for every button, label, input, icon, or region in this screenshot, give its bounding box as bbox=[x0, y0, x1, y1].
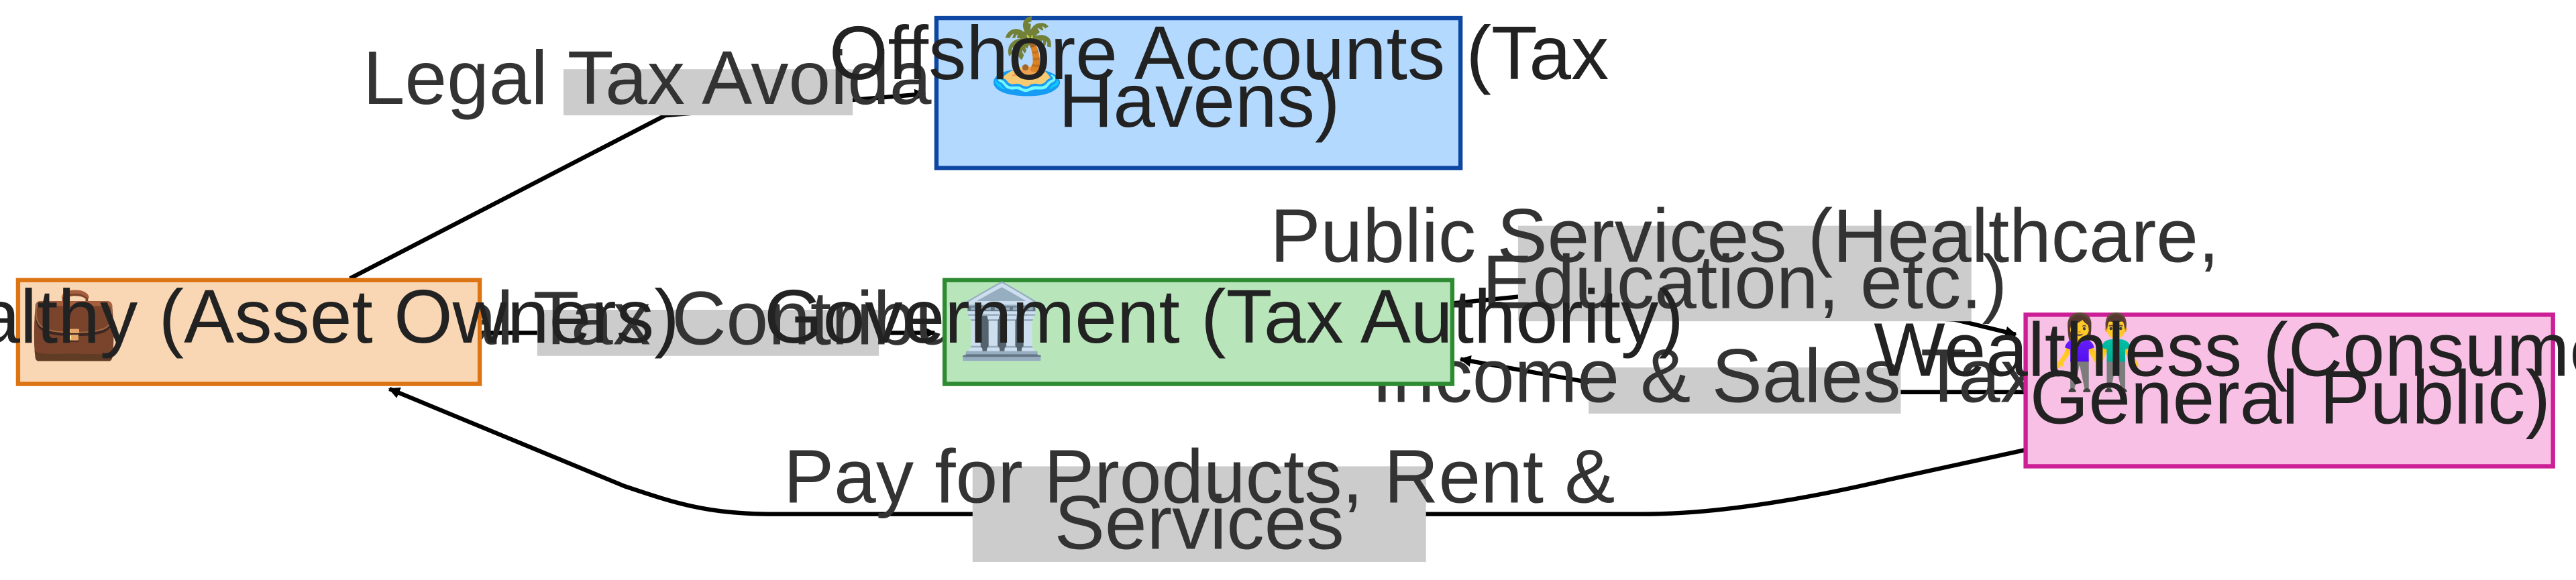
edge-label-background bbox=[1589, 367, 1901, 414]
edge-label-text-line1: Public Services (Healthcare, bbox=[1270, 194, 2219, 278]
edge-label-background bbox=[564, 69, 853, 116]
edge-label-background bbox=[537, 309, 879, 356]
edge-label-text: Income & Sales Taxes bbox=[1372, 333, 2118, 418]
government-building-icon: 🏛️ bbox=[957, 280, 1047, 363]
node-government-box bbox=[942, 278, 1455, 386]
node-wealthy-box bbox=[15, 278, 482, 386]
people-icon: 👫 bbox=[2053, 311, 2143, 395]
edge-label-text-line1: Pay for Products, Rent & bbox=[784, 434, 1615, 518]
edge-legal-tax-avoidance bbox=[349, 89, 926, 281]
node-wealthy-label: Wealthy (Asset Owners) bbox=[0, 274, 680, 359]
edge-pay-for-products bbox=[388, 386, 2027, 516]
briefcase-icon: 💼 bbox=[29, 280, 119, 363]
island-icon: 🏝️ bbox=[982, 14, 1072, 98]
node-government-label: Government (Tax Authority) bbox=[764, 274, 1684, 359]
node-wealthless-box bbox=[2023, 312, 2555, 469]
node-wealthless-label-line2: General Public) bbox=[2030, 355, 2551, 439]
edge-label-background bbox=[972, 466, 1426, 562]
edge-label-income-sales-taxes: Income & Sales Taxes bbox=[1372, 333, 2118, 418]
edge-label-pay-for-products: Pay for Products, Rent & Services bbox=[784, 434, 1615, 565]
edge-label-background bbox=[1517, 225, 1972, 322]
node-wealthless-label-line1: Wealthless (Consumers & bbox=[1874, 307, 2576, 392]
node-offshore-box bbox=[934, 15, 1463, 170]
node-offshore-label-line2: Havens) bbox=[1059, 58, 1340, 143]
edge-label-text-line2: Education, etc.) bbox=[1483, 239, 2008, 324]
node-wealthy: 💼 Wealthy (Asset Owners) bbox=[0, 274, 680, 386]
node-wealthless: 👫 Wealthless (Consumers & General Public… bbox=[1874, 307, 2576, 469]
node-offshore: 🏝️ Offshore Accounts (Tax Havens) bbox=[829, 11, 1609, 170]
node-government: 🏛️ Government (Tax Authority) bbox=[764, 274, 1684, 386]
node-offshore-label-line1: Offshore Accounts (Tax bbox=[829, 11, 1609, 95]
edge-label-text-line2: Services bbox=[1055, 480, 1344, 565]
edge-label-public-services: Public Services (Healthcare, Education, … bbox=[1270, 194, 2219, 325]
